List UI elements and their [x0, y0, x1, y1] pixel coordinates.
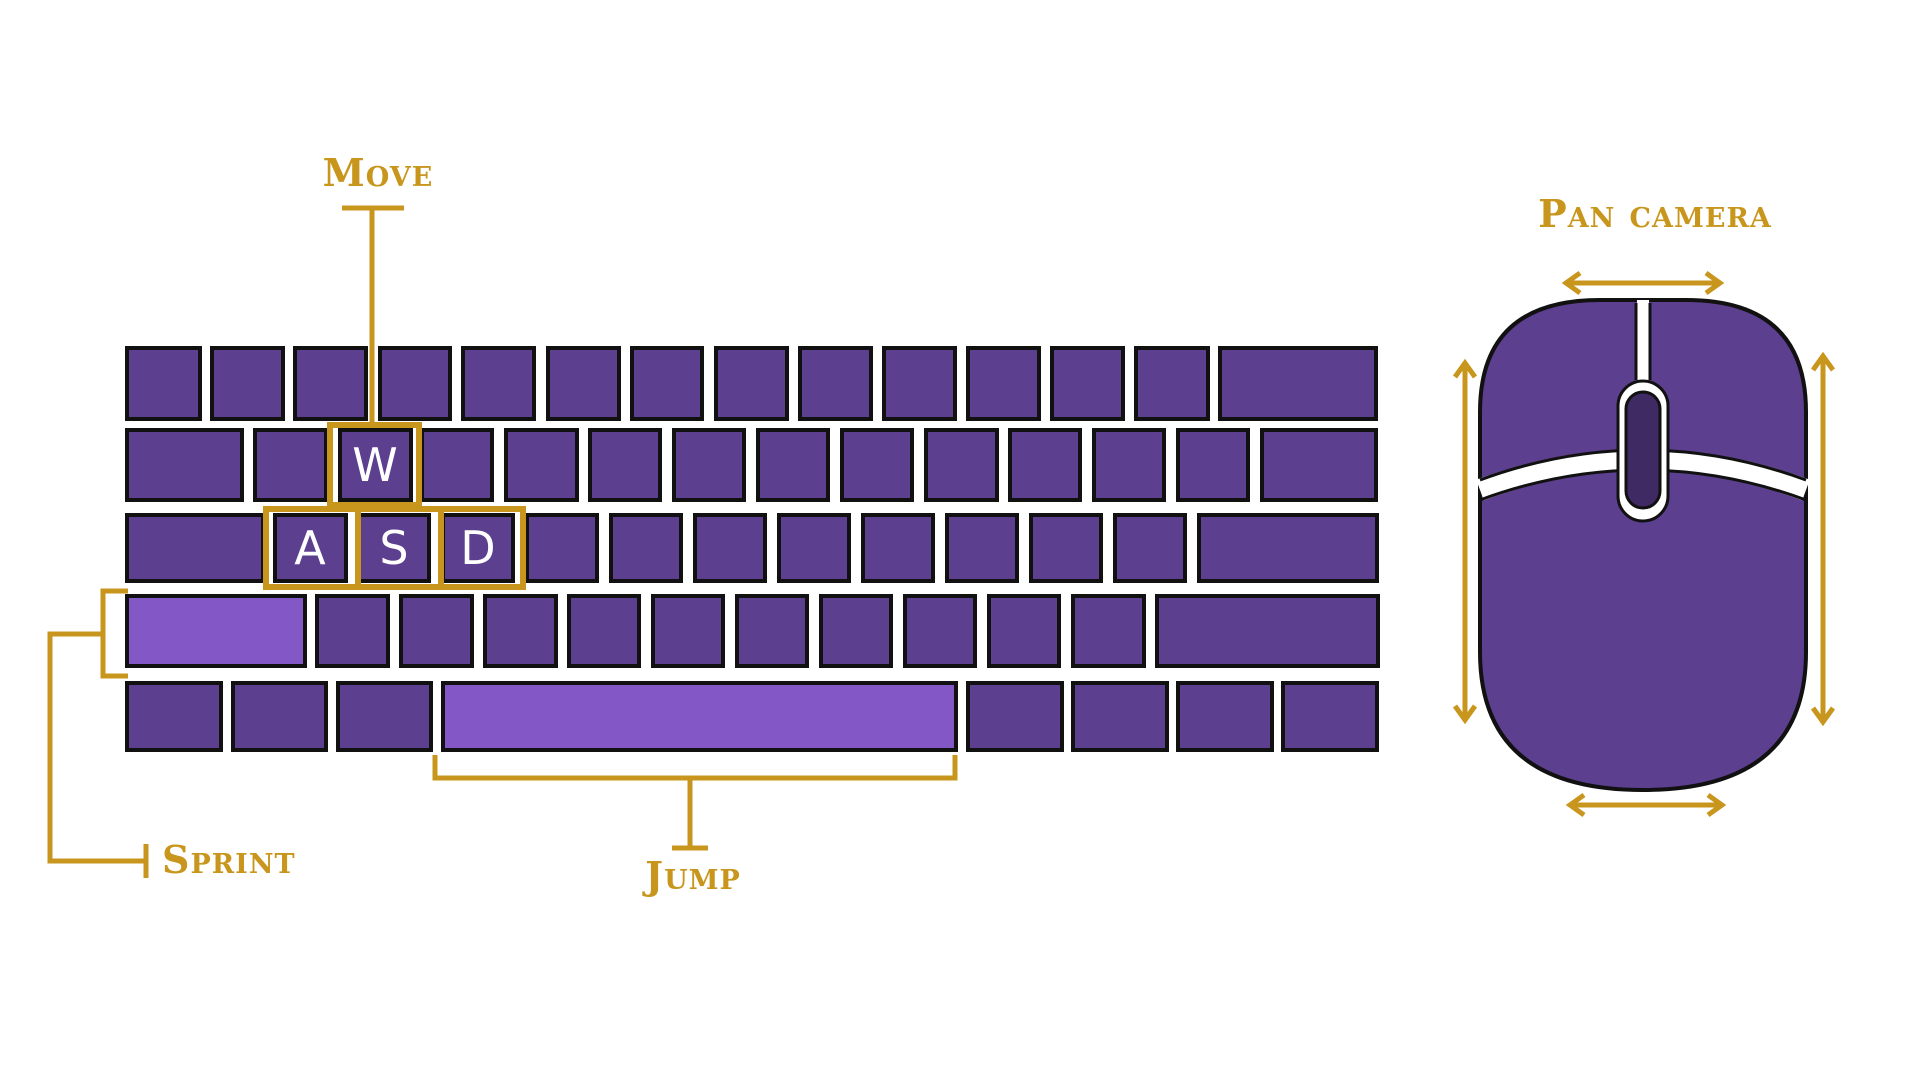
key-row3-12 [1197, 513, 1379, 583]
key-row2-12 [1176, 428, 1250, 502]
key-row4-10 [1155, 594, 1380, 668]
callouts [47, 205, 958, 878]
key-row5-right-3 [1281, 681, 1379, 752]
sprint-bracket [100, 588, 128, 679]
double-arrow-icon [1452, 358, 1478, 725]
key-row2-10 [1008, 428, 1082, 502]
key-row2-3 [420, 428, 494, 502]
label-sprint: Sprint [162, 837, 296, 882]
key-row2-5 [588, 428, 662, 502]
key-w [338, 428, 413, 502]
double-arrow-icon [1810, 351, 1836, 727]
key-row3-4 [525, 513, 599, 583]
key-row2-4 [504, 428, 579, 502]
mouse-body [1478, 298, 1808, 793]
key-row1-6 [630, 346, 704, 421]
key-row2-8 [840, 428, 914, 502]
mouse [1452, 270, 1836, 818]
key-row1-11 [1050, 346, 1125, 421]
key-row4-8 [987, 594, 1061, 668]
key-row1-2 [293, 346, 368, 421]
key-row2-7 [756, 428, 830, 502]
key-space [441, 681, 958, 752]
key-row3-10 [1029, 513, 1103, 583]
key-shift [125, 594, 307, 668]
label-move: Move [323, 150, 434, 195]
key-row3-7 [777, 513, 851, 583]
key-s-label: S [379, 521, 408, 575]
key-row5-1 [231, 681, 328, 752]
double-arrow-icon [1561, 270, 1725, 296]
key-row5-right-2 [1176, 681, 1274, 752]
key-row1-13 [1218, 346, 1378, 421]
double-arrow-icon [1565, 792, 1727, 818]
key-d-label: D [460, 521, 495, 575]
key-row1-5 [546, 346, 621, 421]
highlight-asd-frame [263, 506, 526, 590]
key-row1-10 [966, 346, 1041, 421]
key-row2-13 [1260, 428, 1378, 502]
key-row1-12 [1134, 346, 1210, 421]
key-row5-right-0 [966, 681, 1064, 752]
key-row1-4 [461, 346, 536, 421]
key-d [441, 513, 515, 583]
label-jump: Jump [642, 853, 741, 898]
key-row2-0 [125, 428, 244, 502]
key-row2-6 [672, 428, 746, 502]
key-row4-0 [315, 594, 390, 668]
key-row5-2 [336, 681, 433, 752]
key-row4-2 [483, 594, 558, 668]
key-row3-6 [693, 513, 767, 583]
key-row1-0 [125, 346, 202, 421]
key-a [273, 513, 348, 583]
jump-bracket [432, 755, 958, 781]
key-s [357, 513, 431, 583]
sprint-leader [47, 631, 146, 864]
key-row1-3 [378, 346, 452, 421]
key-row3-8 [861, 513, 935, 583]
key-row1-9 [882, 346, 957, 421]
key-row2-9 [924, 428, 999, 502]
key-a-label: A [294, 521, 326, 575]
key-row4-5 [735, 594, 809, 668]
key-row5-right-1 [1071, 681, 1169, 752]
key-row3-9 [945, 513, 1019, 583]
key-row1-8 [798, 346, 873, 421]
key-row3-11 [1113, 513, 1187, 583]
key-w-label: W [352, 438, 397, 492]
key-row3-0 [125, 513, 265, 583]
key-row1-7 [714, 346, 789, 421]
mouse-wheel [1624, 390, 1662, 510]
key-row2-1 [253, 428, 328, 502]
key-row4-9 [1071, 594, 1146, 668]
key-row4-6 [819, 594, 893, 668]
key-row4-3 [567, 594, 641, 668]
key-row3-5 [609, 513, 683, 583]
key-row1-1 [210, 346, 285, 421]
key-row4-1 [399, 594, 474, 668]
key-row5-0 [125, 681, 223, 752]
key-row4-7 [903, 594, 977, 668]
label-pan-camera: Pan camera [1538, 191, 1772, 236]
key-row4-4 [651, 594, 725, 668]
key-row2-11 [1092, 428, 1166, 502]
